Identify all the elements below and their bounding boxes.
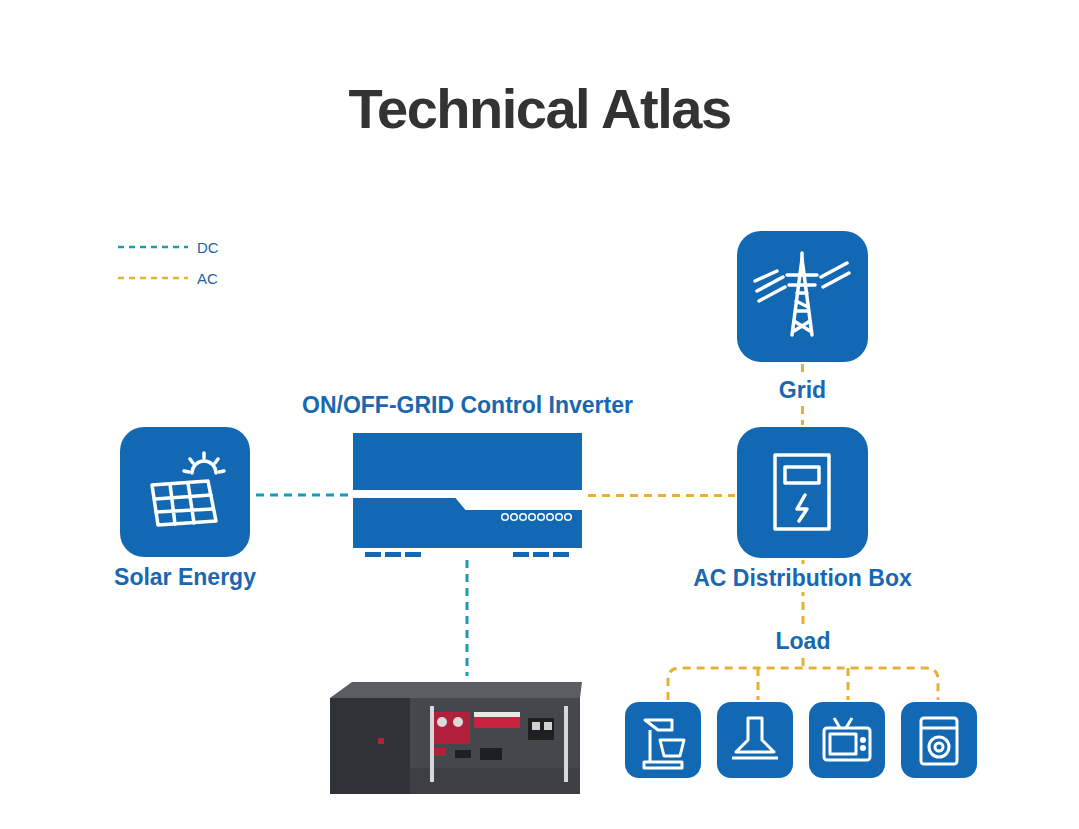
acbox-drawing — [737, 427, 868, 558]
node-label: ON/OFF-GRID Control Inverter — [298, 391, 637, 419]
connector-line — [256, 494, 351, 497]
icon-part — [564, 513, 572, 521]
icon-part — [566, 515, 571, 520]
icon-tile — [737, 427, 868, 558]
icon-strokes — [755, 253, 849, 335]
grid-drawing — [737, 231, 868, 362]
icon-part — [365, 552, 381, 557]
legend-text: DC — [197, 239, 219, 256]
legend-line-sample — [118, 238, 190, 258]
node-label: Grid — [775, 376, 830, 404]
solar-drawing — [120, 427, 250, 557]
icon-part — [510, 513, 518, 521]
icon-part — [546, 513, 554, 521]
inverter-drawing — [353, 433, 582, 558]
icon-part — [405, 552, 421, 557]
grid-shape — [737, 231, 868, 362]
icon-stroke — [184, 453, 224, 472]
component-node: Solar Energy — [108, 427, 262, 591]
battery-pack — [330, 682, 582, 794]
icon-tile — [120, 427, 250, 557]
icon-stroke — [155, 483, 213, 524]
icon-part — [353, 433, 582, 490]
icon-part — [548, 515, 553, 520]
icon-part — [513, 552, 529, 557]
dc-wire — [466, 560, 469, 676]
legend-line-sample — [118, 269, 190, 289]
icon-stroke — [152, 481, 216, 525]
icon-part — [533, 552, 549, 557]
icon-part — [553, 552, 569, 557]
icon-stroke — [787, 253, 817, 285]
icon-strokes — [775, 455, 829, 529]
icon-part — [539, 515, 544, 520]
icon-part — [528, 513, 536, 521]
icon-part — [353, 499, 582, 548]
icon-stroke — [797, 495, 807, 521]
icon-stroke — [792, 259, 812, 335]
icon-part — [385, 552, 401, 557]
icon-stroke — [785, 467, 819, 483]
legend-line — [118, 246, 188, 249]
legend-line — [118, 277, 188, 280]
acbox-shape — [737, 427, 868, 558]
node-label: AC Distribution Box — [689, 564, 916, 592]
icon-part — [537, 513, 545, 521]
icon-part — [557, 515, 562, 520]
diagram-title: Technical Atlas — [0, 76, 1079, 141]
solar-shape — [120, 427, 250, 557]
icon-tile — [737, 231, 868, 362]
component-node: ON/OFF-GRID Control Inverter — [296, 391, 639, 558]
icon-part — [519, 513, 527, 521]
icon-part — [555, 513, 563, 521]
legend-text: AC — [197, 270, 218, 287]
icon-part — [501, 513, 509, 521]
node-label: Solar Energy — [110, 563, 260, 591]
load-label: Load — [772, 627, 835, 655]
appliance-icons — [625, 702, 977, 778]
icon-stroke — [775, 455, 829, 529]
component-node: Grid — [735, 231, 870, 404]
icon-part — [353, 499, 582, 511]
component-node: AC Distribution Box — [687, 427, 918, 592]
icon-strokes — [152, 453, 224, 525]
inverter-shape — [353, 433, 582, 558]
icon-part — [521, 515, 526, 520]
icon-stroke — [755, 263, 849, 301]
connector-line — [588, 494, 735, 497]
ac-load-wires — [668, 560, 938, 700]
icon-part — [353, 490, 582, 548]
icon-part — [512, 515, 517, 520]
icon-part — [530, 515, 535, 520]
icon-stroke — [192, 461, 216, 473]
icon-part — [503, 515, 508, 520]
